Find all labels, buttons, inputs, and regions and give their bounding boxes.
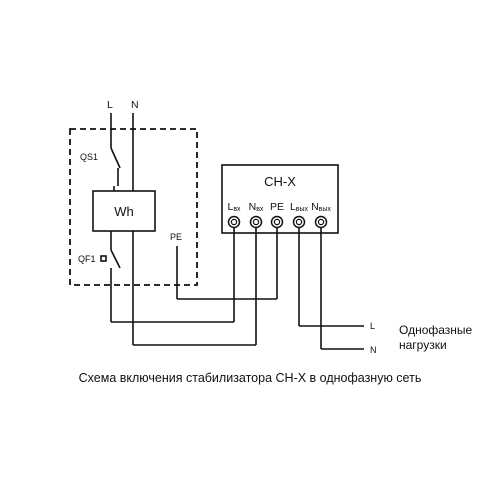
terminal-label-pe: PE: [270, 201, 284, 213]
terminal-n-in: [249, 215, 263, 229]
terminal-l-in: [227, 215, 241, 229]
terminal-label-n-in: Nвх: [249, 201, 264, 213]
terminal-l-out: [292, 215, 306, 229]
terminal-label-l-out: Lвых: [290, 201, 309, 213]
load-neutral-wire: [320, 227, 364, 350]
load-neutral-label: N: [370, 345, 377, 355]
breaker-qs1-label: QS1: [80, 152, 98, 162]
loads-title-line2: нагрузки: [399, 338, 447, 352]
load-phase-wire: [298, 227, 364, 327]
terminal-n-out: [314, 215, 328, 229]
phase-wire-after-meter: [100, 227, 235, 323]
stabilizer-unit: [221, 164, 339, 234]
stabilizer-name: СН-Х: [264, 174, 296, 189]
terminal-pe: [270, 215, 284, 229]
rcd-qf1-contact: [110, 249, 121, 269]
supply-neutral-label: N: [131, 99, 139, 111]
energy-meter: [92, 190, 156, 232]
loads-title-line1: Однофазные: [399, 323, 473, 337]
neutral-wire-after-meter: [132, 227, 257, 346]
rcd-qf1-label: QF1: [78, 254, 96, 264]
loads-title: Однофазные нагрузки: [399, 323, 472, 353]
rcd-qf1-marker: [100, 255, 107, 262]
terminal-label-l-in: Lвх: [227, 201, 241, 213]
supply-phase-label: L: [107, 99, 113, 111]
diagram-caption: Схема включения стабилизатора СН-Х в одн…: [78, 371, 422, 385]
terminal-label-n-out: Nвых: [311, 201, 331, 213]
energy-meter-label: Wh: [114, 204, 134, 219]
load-phase-label: L: [370, 321, 375, 331]
breaker-qs1-contact: [110, 147, 121, 169]
panel-pe-label: PE: [170, 232, 182, 242]
phase-wire-input: [110, 113, 121, 191]
pe-wire: [176, 227, 278, 300]
